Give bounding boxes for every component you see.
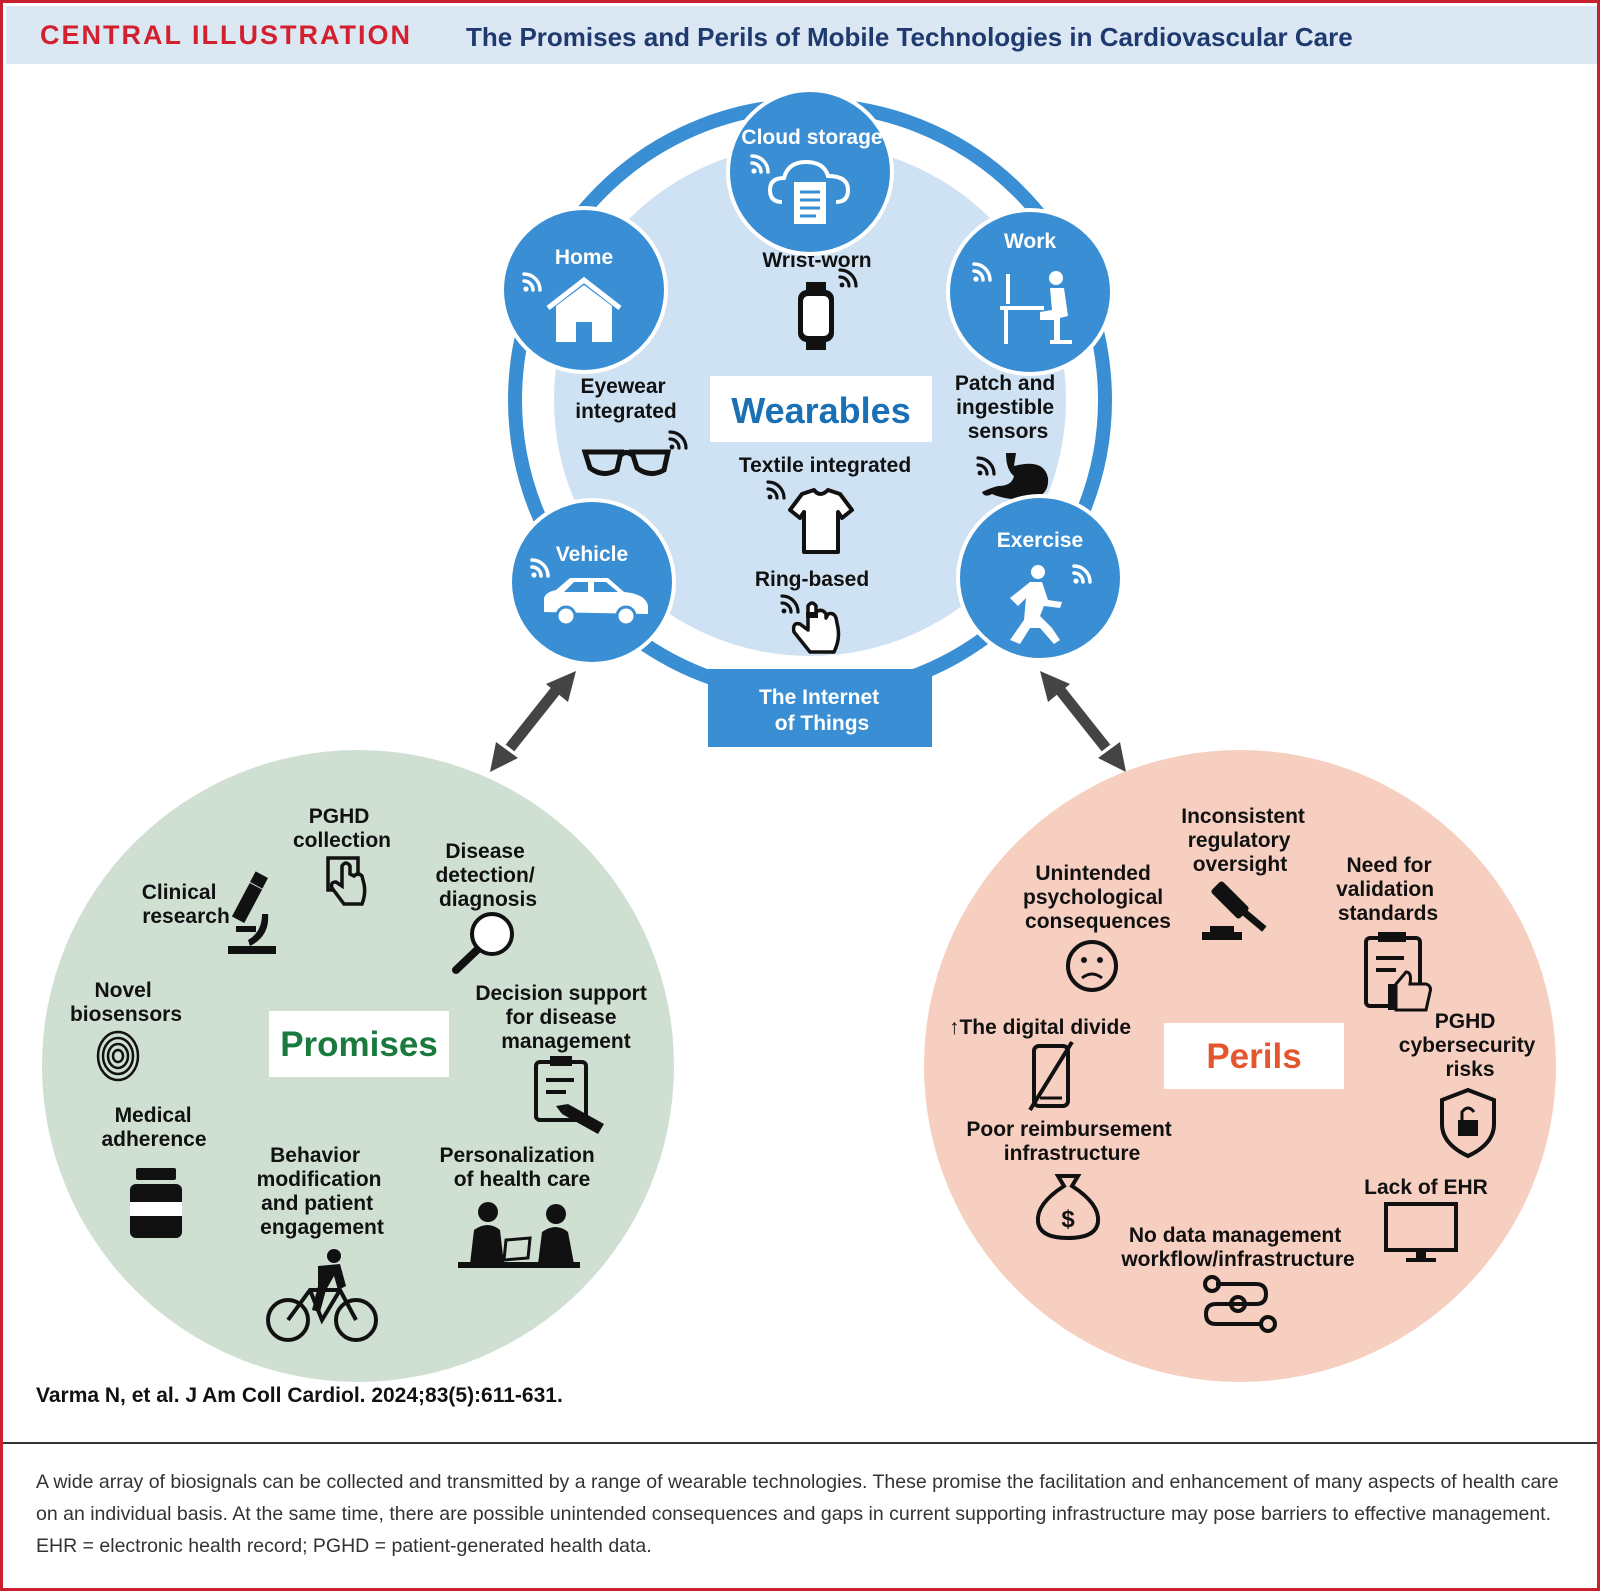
glasses-icon bbox=[581, 430, 688, 476]
magnifying-glass-icon bbox=[452, 912, 514, 974]
perils-cluster: Perils Inconsistent regulatory oversight… bbox=[924, 750, 1556, 1382]
smartwatch-icon bbox=[798, 268, 858, 350]
data-management-label: No data management workflow/infrastructu… bbox=[1120, 1224, 1354, 1271]
microscope-icon bbox=[228, 871, 276, 954]
arrow-to-perils bbox=[1040, 671, 1126, 772]
decision-support-label: Decision support for disease management bbox=[475, 982, 652, 1053]
exercise-label: Exercise bbox=[997, 529, 1083, 552]
central-illustration-label: CENTRAL ILLUSTRATION bbox=[40, 20, 412, 50]
work-node: Work bbox=[946, 208, 1114, 376]
cloud-storage-label: Cloud storage bbox=[741, 126, 882, 149]
shirt-icon bbox=[765, 480, 854, 554]
svg-text:$: $ bbox=[1061, 1206, 1075, 1233]
pill-bottle-icon bbox=[130, 1168, 182, 1238]
figure-caption: A wide array of biosignals can be collec… bbox=[36, 1471, 1559, 1557]
citation: Varma N, et al. J Am Coll Cardiol. 2024;… bbox=[36, 1384, 563, 1407]
home-label: Home bbox=[555, 246, 613, 269]
disease-detection-label: Disease detection/ diagnosis bbox=[435, 840, 540, 911]
svg-text:The Internet of Things: The Internet of Things bbox=[759, 686, 885, 735]
textile-label: Textile integrated bbox=[739, 454, 911, 477]
wrist-worn-label: Wrist-worn bbox=[762, 249, 871, 272]
header-bar: CENTRAL ILLUSTRATION The Promises and Pe… bbox=[6, 6, 1597, 64]
home-node: Home bbox=[500, 206, 668, 374]
poor-reimbursement-label: Poor reimbursement infrastructure bbox=[966, 1118, 1177, 1165]
promises-title: Promises bbox=[280, 1025, 438, 1064]
ring-hand-icon bbox=[779, 594, 841, 654]
regulatory-oversight-label: Inconsistent regulatory oversight bbox=[1181, 805, 1311, 876]
vehicle-label: Vehicle bbox=[556, 543, 628, 566]
exercise-node: Exercise bbox=[956, 494, 1124, 662]
cloud-document-icon bbox=[749, 154, 851, 224]
personalization-label: Personalization of health care bbox=[439, 1144, 600, 1191]
lack-of-ehr-label: Lack of EHR bbox=[1364, 1176, 1488, 1199]
behavior-modification-label: Behavior modification and patient engage… bbox=[257, 1144, 388, 1239]
validation-standards-label: Need for validation standards bbox=[1336, 854, 1440, 925]
phone-crossed-icon bbox=[1028, 1040, 1074, 1112]
pghd-collection-label: PGHD collection bbox=[293, 805, 391, 852]
perils-title: Perils bbox=[1206, 1037, 1301, 1076]
consultation-icon bbox=[458, 1202, 580, 1268]
vehicle-node: Vehicle bbox=[508, 498, 676, 666]
novel-biosensors-label: Novel biosensors bbox=[70, 979, 182, 1026]
clinical-research-label: Clinical research bbox=[142, 881, 230, 928]
ring-based-label: Ring-based bbox=[755, 568, 869, 591]
iot-box: The Internet of Things bbox=[708, 669, 932, 747]
clipboard-thumbs-up-icon bbox=[1364, 932, 1432, 1012]
iot-label-line2: of Things bbox=[775, 712, 869, 735]
cloud-storage-node: Cloud storage bbox=[726, 88, 894, 256]
wearables-cluster: Wearables Wrist-worn Eyewear integrated … bbox=[500, 88, 1124, 747]
digital-divide-label: ↑The digital divide bbox=[949, 1016, 1131, 1039]
promises-title-box bbox=[269, 1011, 449, 1077]
gavel-icon bbox=[1202, 881, 1267, 940]
shield-lock-icon bbox=[1440, 1087, 1496, 1159]
touch-screen-icon bbox=[326, 856, 367, 906]
car-icon bbox=[529, 558, 648, 627]
eyewear-label: Eyewear integrated bbox=[575, 375, 677, 423]
money-bag-icon: $ bbox=[1035, 1174, 1101, 1241]
workflow-icon bbox=[1203, 1275, 1277, 1333]
work-label: Work bbox=[1004, 230, 1056, 253]
stomach-icon bbox=[975, 453, 1049, 500]
perils-title-box bbox=[1164, 1023, 1344, 1089]
psychological-consequences-label: Unintended psychological consequences bbox=[1023, 862, 1171, 933]
cybersecurity-risks-label: PGHD cybersecurity risks bbox=[1399, 1010, 1541, 1081]
clipboard-pencil-icon bbox=[534, 1056, 604, 1134]
cyclist-icon bbox=[266, 1249, 378, 1342]
figure-title: The Promises and Perils of Mobile Techno… bbox=[466, 22, 1353, 52]
promises-cluster: Promises PGHD collection Clinical resear… bbox=[42, 750, 674, 1382]
monitor-icon bbox=[1384, 1202, 1458, 1262]
wearables-title: Wearables bbox=[731, 390, 910, 431]
iot-label-line1: The Internet bbox=[759, 686, 879, 709]
fingerprint-icon bbox=[96, 1030, 140, 1082]
patch-ingestible-label: Patch and ingestible sensors bbox=[955, 372, 1061, 443]
arrow-to-promises bbox=[490, 671, 576, 772]
sad-face-icon bbox=[1066, 940, 1118, 992]
desk-worker-icon bbox=[971, 262, 1072, 344]
wearables-title-box bbox=[710, 376, 932, 442]
house-icon bbox=[521, 272, 622, 342]
caption-divider bbox=[3, 1442, 1597, 1444]
medical-adherence-label: Medical adherence bbox=[101, 1104, 206, 1151]
runner-icon bbox=[1010, 564, 1092, 644]
